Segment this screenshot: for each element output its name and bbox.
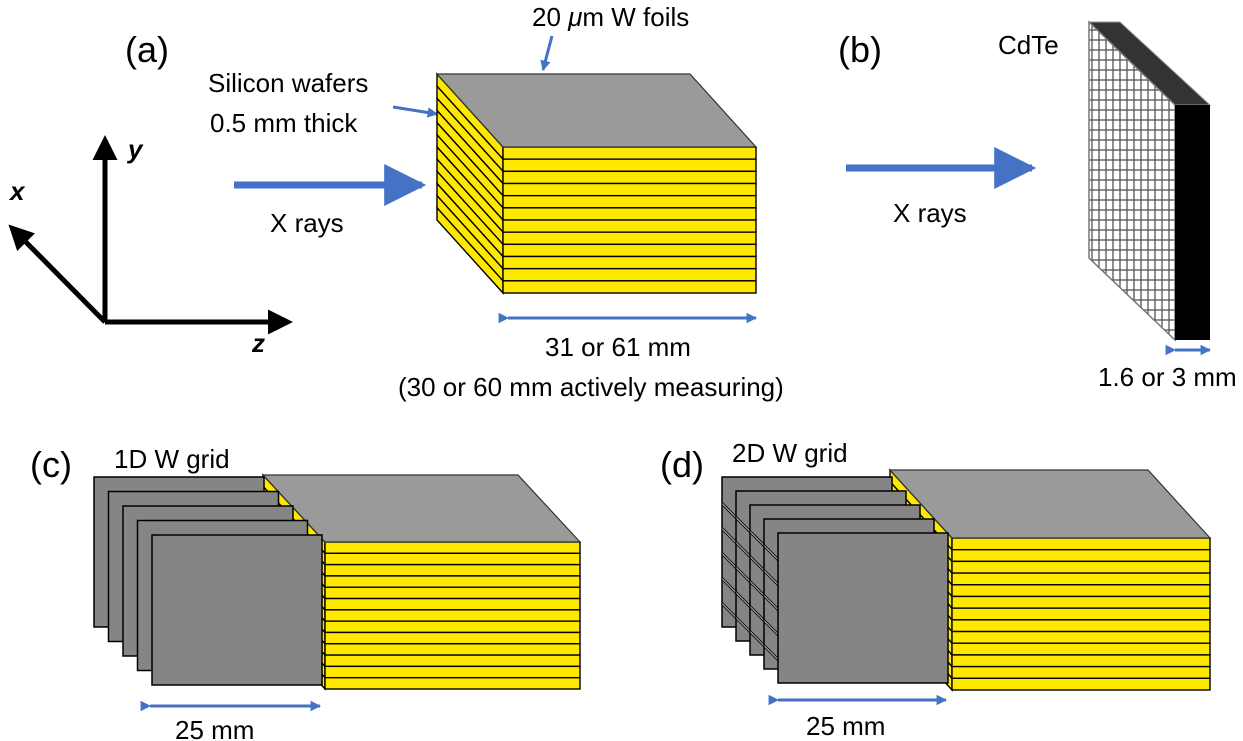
wafer-front-edge <box>324 609 581 622</box>
wafer-front-edge <box>502 267 757 282</box>
tungsten-plate <box>151 534 323 686</box>
wafer-front-edge <box>502 243 757 258</box>
wafer-front-edge <box>324 654 581 668</box>
detector-side-face <box>1175 105 1210 340</box>
foil-top-face <box>888 469 1212 539</box>
panel-a-label: (a) <box>125 29 169 70</box>
grid-dim-label-c: 25 mm <box>175 715 254 741</box>
cdte-label: CdTe <box>998 30 1059 60</box>
wafer-front-edge <box>324 552 581 566</box>
foil-pointer <box>540 35 554 72</box>
coordinate-axes <box>8 135 293 335</box>
panel-c-title: 1D W grid <box>114 444 230 474</box>
wafer-front-edge <box>502 280 757 294</box>
wafer-front-edge <box>951 677 1211 691</box>
wafer-front-edge <box>324 575 581 588</box>
foil-label: 20 μm W foils <box>532 2 689 32</box>
wafer-front-edge <box>324 586 581 600</box>
panel-d-label: (d) <box>660 444 704 485</box>
wafer-front-edge <box>502 182 757 197</box>
wafer-front-edge <box>502 194 757 209</box>
wafer-front-edge <box>951 572 1211 586</box>
wafer-front-edge <box>324 563 581 577</box>
wafer-pointer <box>392 105 439 118</box>
length-dim-line2: (30 or 60 mm actively measuring) <box>398 372 784 402</box>
wafer-front-edge <box>502 158 757 173</box>
length-dim-line1: 31 or 61 mm <box>545 332 691 362</box>
beam-label-b: X rays <box>893 198 967 228</box>
foil-label-mu: μ <box>567 2 582 32</box>
cdte-detector <box>1087 20 1212 342</box>
axis-z-label: z <box>251 328 265 358</box>
wafer-front-edge <box>951 560 1211 574</box>
wafer-front-edge <box>951 595 1211 609</box>
panel-d-title: 2D W grid <box>732 438 848 468</box>
beam-label-a: X rays <box>270 208 344 238</box>
wafer-front-edge <box>951 537 1211 551</box>
wafer-front-edge <box>324 597 581 611</box>
wafer-front-edge <box>951 607 1211 621</box>
foil-top-face <box>261 474 582 543</box>
wafer-front-edge <box>951 619 1211 633</box>
wafer-front-edge <box>502 207 757 221</box>
wafer-front-edge <box>951 584 1211 598</box>
wafer-front-edge <box>502 219 757 233</box>
wafer-front-edge <box>502 231 757 246</box>
wafer-front-edge <box>951 548 1211 563</box>
thickness-dim-label: 1.6 or 3 mm <box>1098 362 1237 392</box>
wafer-front-edge <box>502 255 757 270</box>
tungsten-grid-2d <box>721 476 949 684</box>
tungsten-grid-1d <box>93 476 323 686</box>
wafer-front-edge <box>324 620 581 634</box>
wafer-front-edge <box>324 643 581 656</box>
panel-b-label: (b) <box>838 29 882 70</box>
wafer-front-edge <box>324 541 581 555</box>
foil-top-face <box>435 73 758 148</box>
panel-c-label: (c) <box>30 444 72 485</box>
axis-x-label: x <box>8 176 26 206</box>
wafer-front-edge <box>951 654 1211 668</box>
wafer-front-edge <box>324 665 581 679</box>
foil-label-suffix: m W foils <box>582 2 689 32</box>
wafer-front-edge <box>502 146 757 160</box>
grid-dim-label-d: 25 mm <box>806 711 885 741</box>
silicon-stack-a <box>435 72 758 295</box>
wafer-front-edge <box>324 676 581 690</box>
wafer-label-line1: Silicon wafers <box>208 68 368 98</box>
foil-label-prefix: 20 <box>532 2 568 32</box>
wafer-front-edge <box>951 665 1211 680</box>
wafer-front-edge <box>502 170 757 185</box>
wafer-front-edge <box>324 631 581 645</box>
wafer-front-edge <box>951 630 1211 644</box>
axis-y-label: y <box>126 134 144 164</box>
wafer-front-edge <box>951 642 1211 656</box>
wafer-label-line2: 0.5 mm thick <box>210 108 358 138</box>
tungsten-plate <box>777 532 949 684</box>
